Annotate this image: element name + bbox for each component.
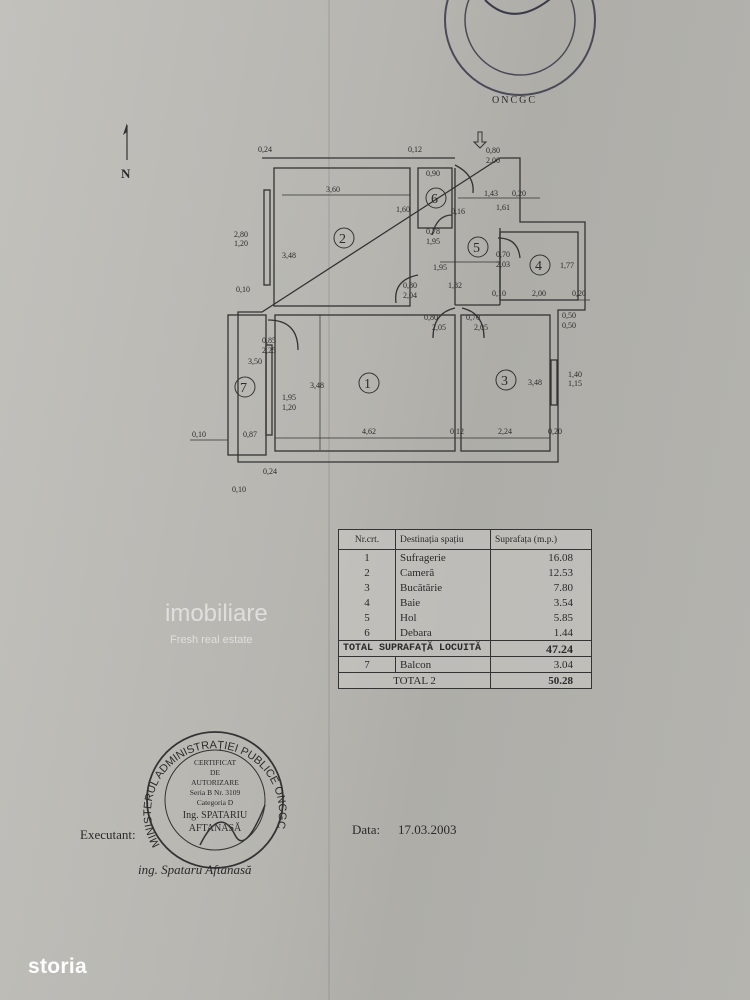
dimension-label: 2,03 bbox=[496, 260, 510, 269]
dimension-label: 4,62 bbox=[362, 427, 376, 436]
date-label: Data: bbox=[352, 822, 381, 837]
dimension-label: 0,20 bbox=[548, 427, 562, 436]
storia-logo: storia bbox=[28, 955, 87, 978]
dimension-label: 1,43 bbox=[484, 189, 498, 198]
watermark-tagline: Fresh real estate bbox=[170, 634, 253, 646]
dimension-label: 2,00 bbox=[532, 289, 546, 298]
stamp-top: ONCGC bbox=[444, 0, 596, 106]
dimension-label: 1,77 bbox=[560, 261, 574, 270]
dimension-label: 2,05 bbox=[474, 323, 488, 332]
dimension-label: 0,90 bbox=[426, 169, 440, 178]
dimension-label: 3,48 bbox=[310, 381, 324, 390]
dimension-label: 0,20 bbox=[512, 189, 526, 198]
dimension-label: 2,05 bbox=[432, 323, 446, 332]
svg-text:AUTORIZARE: AUTORIZARE bbox=[191, 778, 239, 787]
dimension-labels: 0,24 0,12 3,60 1,60 2,80 1,20 3,48 0,90 … bbox=[192, 145, 586, 494]
dimension-label: 2,24 bbox=[498, 427, 512, 436]
dimension-label: 1,82 bbox=[448, 281, 462, 290]
dimension-label: 0,12 bbox=[408, 145, 422, 154]
dimension-label: 1,20 bbox=[234, 239, 248, 248]
dimension-label: 0,24 bbox=[258, 145, 272, 154]
svg-text:Seria B Nr. 3109: Seria B Nr. 3109 bbox=[190, 788, 241, 797]
dimension-label: 0,50 bbox=[562, 311, 576, 320]
dimension-label: 0,10 bbox=[232, 485, 246, 494]
dimension-label: 0,78 bbox=[426, 227, 440, 236]
dimension-label: 0,70 bbox=[496, 250, 510, 259]
room-number-5: 5 bbox=[473, 241, 480, 256]
dimension-label: 3,60 bbox=[326, 185, 340, 194]
dimension-label: 1,95 bbox=[433, 263, 447, 272]
table-header: Suprafața (m.p.) bbox=[490, 529, 592, 550]
dimension-label: 0,85 bbox=[262, 336, 276, 345]
entrance-arrow-icon bbox=[472, 131, 488, 149]
dimension-label: 0,10 bbox=[192, 430, 206, 439]
dimension-label: 1,60 bbox=[396, 205, 410, 214]
dimension-label: 0,10 bbox=[236, 285, 250, 294]
dimension-label: 0,24 bbox=[263, 467, 277, 476]
executant-label: Executant: bbox=[80, 827, 136, 842]
date-value: 17.03.2003 bbox=[398, 822, 457, 837]
dimension-label: 0,12 bbox=[450, 427, 464, 436]
dimension-label: 1,95 bbox=[282, 393, 296, 402]
executant-name: ing. Spataru Aftanasă bbox=[138, 862, 252, 877]
room-number-7: 7 bbox=[240, 381, 247, 396]
room-number-3: 3 bbox=[501, 374, 508, 389]
dimension-label: 0,80 bbox=[424, 313, 438, 322]
dimension-label: 1,95 bbox=[426, 237, 440, 246]
dimension-label: 3,48 bbox=[528, 378, 542, 387]
svg-text:CERTIFICAT: CERTIFICAT bbox=[194, 758, 236, 767]
dimension-label: 1,40 bbox=[568, 370, 582, 379]
dimension-label: 2,00 bbox=[486, 156, 500, 165]
dimension-label: 0,87 bbox=[243, 430, 257, 439]
paper-fold bbox=[328, 0, 330, 1000]
room-number-6: 6 bbox=[431, 192, 438, 207]
dimension-label: 0,80 bbox=[486, 146, 500, 155]
dimension-label: 3,50 bbox=[248, 357, 262, 366]
table-header: Nr.crt. bbox=[338, 529, 396, 550]
dimension-label: 1,15 bbox=[568, 379, 582, 388]
stamp-top-text: ONCGC bbox=[492, 95, 537, 106]
watermark-brand: imobiliare bbox=[165, 600, 268, 627]
dimension-label: 3,48 bbox=[282, 251, 296, 260]
dimension-label: 0,80 bbox=[403, 281, 417, 290]
svg-text:Categoria D: Categoria D bbox=[197, 798, 234, 807]
dimension-label: 0,16 bbox=[451, 207, 465, 216]
dimension-label: 1,20 bbox=[282, 403, 296, 412]
floor-plan: 2 1 3 4 5 6 7 0,24 0,12 3,60 1,60 2,80 1… bbox=[190, 131, 590, 494]
dimension-label: 0,10 bbox=[492, 289, 506, 298]
svg-text:DE: DE bbox=[210, 768, 220, 777]
area-table: Nr.crt. Destinația spațiu Suprafața (m.p… bbox=[338, 529, 592, 689]
dimension-label: 0,20 bbox=[572, 289, 586, 298]
dimension-label: 2,25 bbox=[262, 346, 276, 355]
dimension-label: 2,04 bbox=[403, 291, 417, 300]
dimension-label: 0,50 bbox=[562, 321, 576, 330]
room-number-2: 2 bbox=[339, 232, 346, 247]
table-header: Destinația spațiu bbox=[395, 529, 491, 550]
room-number-4: 4 bbox=[535, 259, 542, 274]
north-arrow-icon: N bbox=[121, 123, 131, 181]
room-number-1: 1 bbox=[364, 377, 371, 392]
dimension-label: 1,61 bbox=[496, 203, 510, 212]
dimension-label: 2,80 bbox=[234, 230, 248, 239]
signature bbox=[199, 804, 266, 846]
svg-text:N: N bbox=[121, 166, 131, 181]
dimension-label: 0,70 bbox=[466, 313, 480, 322]
svg-text:Ing. SPATARIU: Ing. SPATARIU bbox=[183, 810, 248, 821]
authorization-stamp: MINISTERUL ADMINISTRAȚIEI PUBLICE ONCGC … bbox=[142, 731, 288, 869]
